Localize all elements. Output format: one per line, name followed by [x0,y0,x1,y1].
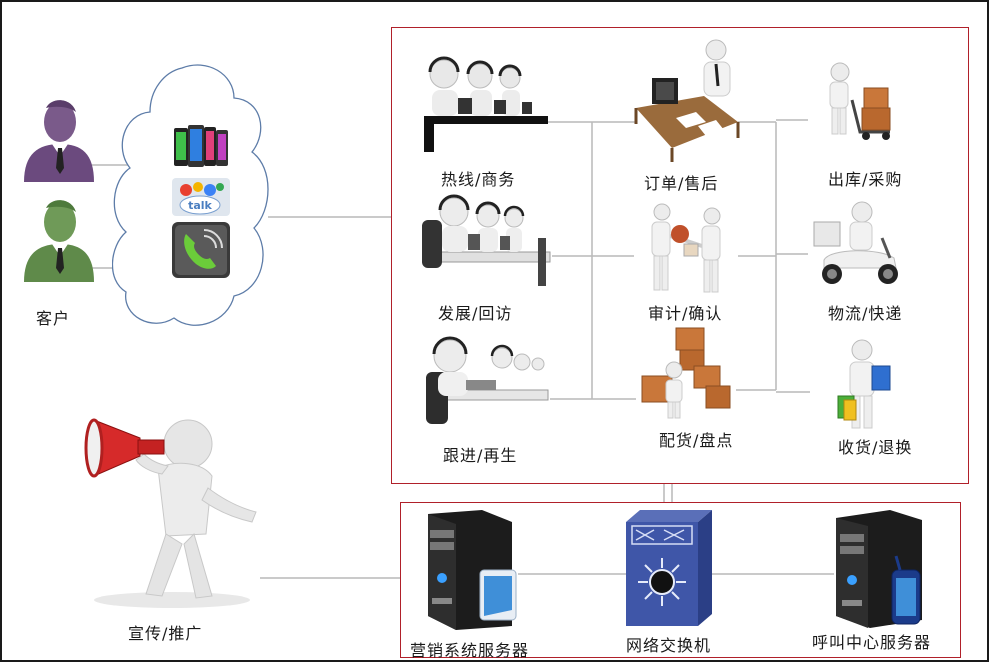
follow-label: 跟进/再生 [443,446,518,465]
develop-agents-icon [422,194,551,286]
talk-badge-text: talk [188,199,212,212]
network-switch-icon [626,510,712,626]
customer-green-icon [24,200,94,282]
receive-shopping-icon [837,339,891,429]
network-switch-label: 网络交换机 [626,636,712,655]
promotion-megaphone-icon [84,418,257,608]
server-network-box [400,502,961,658]
outbound-label: 出库/采购 [828,170,903,189]
callcenter-server-icon [836,510,922,628]
hotline-agents-icon [424,56,548,152]
develop-label: 发展/回访 [438,304,513,323]
logistics-scooter-icon [813,201,898,284]
picking-label: 配货/盘点 [659,431,734,450]
smartphones-icon [174,125,228,167]
google-talk-icon: talk [172,178,230,216]
audit-label: 审计/确认 [648,304,723,323]
phone-call-icon [172,222,230,278]
logistics-label: 物流/快递 [828,304,903,323]
order-desk-icon [634,39,740,162]
outbound-cart-icon [829,62,891,140]
customer-label: 客户 [36,309,71,328]
receive-label: 收货/退换 [838,438,913,457]
marketing-server-label: 营销系统服务器 [410,641,530,660]
callcenter-server-label: 呼叫中心服务器 [812,633,932,652]
follow-agents-icon [426,336,549,424]
audit-handshake-icon [651,203,721,293]
picking-boxes-icon [641,327,731,419]
business-process-box [391,27,969,484]
promotion-label: 宣传/推广 [128,624,203,643]
order-label: 订单/售后 [644,174,719,193]
marketing-server-icon [428,510,517,630]
customer-purple-icon [24,100,94,182]
hotline-label: 热线/商务 [441,170,516,189]
